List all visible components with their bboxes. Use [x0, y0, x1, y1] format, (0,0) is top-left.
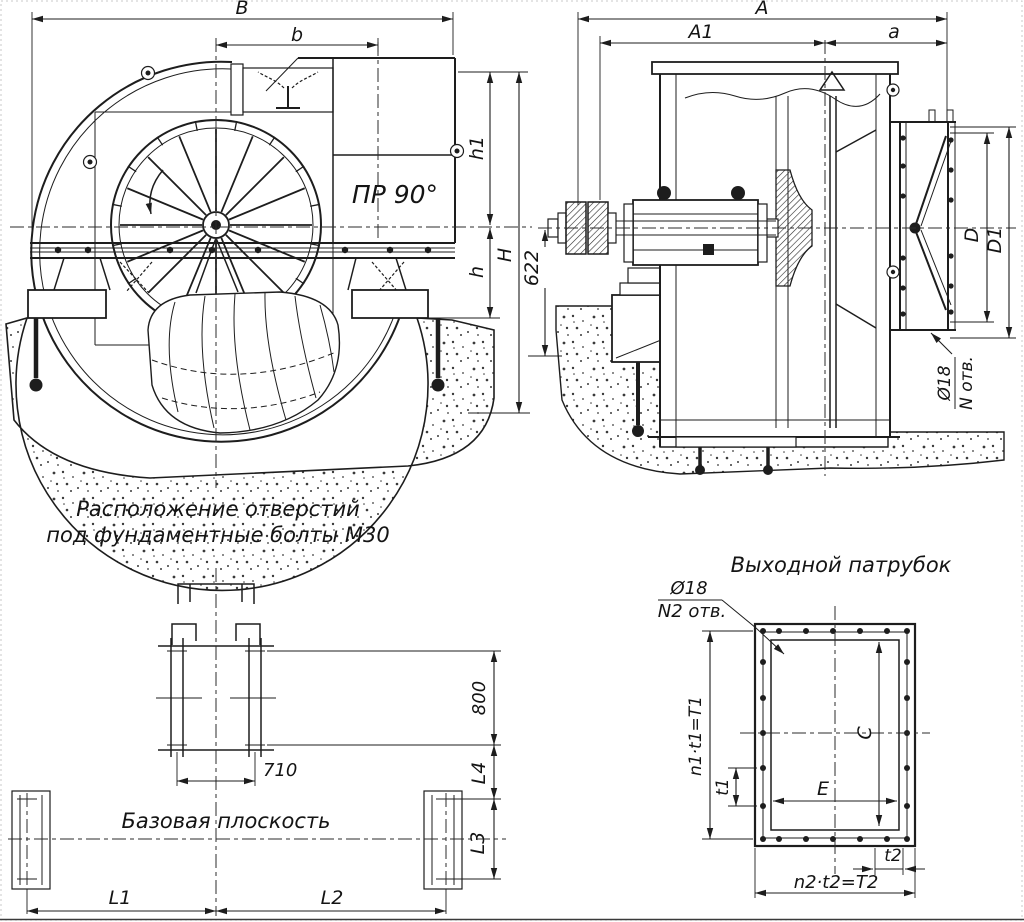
- bolt-plates: [11, 790, 463, 890]
- dim-710-label: 710: [263, 760, 297, 781]
- lifting-lug-icon: [818, 70, 846, 91]
- hole-callout-outlet: Ø18 N2 отв.: [658, 578, 785, 655]
- hub-support: [195, 237, 239, 294]
- damper-symbol: [257, 71, 319, 109]
- collector-bolts: [900, 135, 954, 317]
- dim-h-label: h: [466, 266, 488, 278]
- outlet-dimensions: [702, 630, 925, 898]
- casing-lugs: [82, 65, 465, 170]
- front-view: B b h1 h H ПР 90°: [5, 0, 532, 592]
- outlet-title: Выходной патрубок: [731, 553, 952, 577]
- dim-t2-label: t2: [884, 846, 901, 866]
- rotation-designation: ПР 90°: [352, 180, 438, 209]
- dim-L1-label: L1: [109, 887, 132, 909]
- grease-cap-icon: [731, 186, 745, 200]
- dim-T2-label: n2·t2=T2: [794, 872, 879, 893]
- dim-a-label: a: [888, 21, 900, 43]
- outlet-hole-dia-label: Ø18: [669, 578, 707, 599]
- inlet-collector: [890, 109, 956, 331]
- impeller-cutaway: [147, 291, 341, 434]
- flange-bolt-holes: [760, 628, 910, 842]
- base-plane-label: Базовая плоскость: [121, 809, 330, 833]
- dim-800-label: 800: [469, 681, 490, 715]
- foundation-side: [555, 305, 1005, 475]
- scroll-casing-outline: [30, 60, 406, 443]
- dim-L2-label: L2: [321, 887, 344, 909]
- dim-L3-label: L3: [467, 832, 489, 855]
- pedestal-struts: [53, 257, 407, 291]
- wheel-spokes: [111, 120, 321, 330]
- outlet-flange-column: [230, 63, 244, 116]
- pedestal-left: [27, 289, 107, 319]
- dim-C-label: C: [854, 726, 876, 740]
- side-dimensions: [528, 12, 1016, 357]
- plan-title-line1: Расположение отверстий: [76, 497, 360, 521]
- support-beam: [30, 242, 455, 259]
- dim-t1-label: t1: [713, 778, 733, 795]
- hole-count-label: N отв.: [957, 356, 977, 410]
- suspension-chains: [119, 261, 405, 293]
- hole-callout-side: Ø18 N отв.: [935, 356, 977, 410]
- dim-b-label: b: [291, 24, 303, 46]
- dim-D1-label: D1: [984, 227, 1006, 254]
- side-view: A A1 a 622 D D1 Ø18 N отв.: [521, 0, 1016, 476]
- rotation-arrow-icon: [145, 169, 164, 215]
- plan-dimensions: [26, 650, 501, 915]
- hole-dia-label: Ø18: [935, 365, 955, 401]
- dim-D-label: D: [961, 228, 983, 243]
- dim-L4-label: L4: [468, 762, 490, 785]
- outlet-footprint: [171, 583, 261, 645]
- front-dimensions: [31, 12, 530, 414]
- flange-outer: [753, 622, 917, 848]
- dim-E-label: E: [817, 778, 829, 800]
- impeller-blades: [151, 292, 337, 431]
- dim-A-label: A: [754, 0, 769, 19]
- scroll-casing-inner: [39, 68, 401, 436]
- foundation-front: [5, 316, 495, 592]
- pedestal-right: [351, 289, 429, 319]
- dim-T1-label: n1·t1=T1: [686, 696, 706, 776]
- dim-H-label: H: [494, 248, 516, 262]
- dim-A1-label: A1: [686, 21, 713, 43]
- anchor-bolts-front: [29, 318, 445, 392]
- plan-title-line2: под фундаментные болты М30: [46, 523, 389, 547]
- dim-622-label: 622: [521, 250, 543, 286]
- dim-B-label: B: [235, 0, 248, 19]
- foundation-plan: Расположение отверстий под фундаментные …: [8, 497, 506, 916]
- dim-h1-label: h1: [466, 136, 488, 160]
- beam-bolts: [54, 246, 432, 254]
- casing-side: [648, 61, 900, 475]
- outlet-hole-count-label: N2 отв.: [658, 601, 726, 622]
- grease-cap-icon: [657, 186, 671, 200]
- outlet-flange-view: Выходной патрубок Ø18 N2 отв. n1·t1=T1 C…: [658, 553, 952, 898]
- bearing-block: [623, 186, 768, 266]
